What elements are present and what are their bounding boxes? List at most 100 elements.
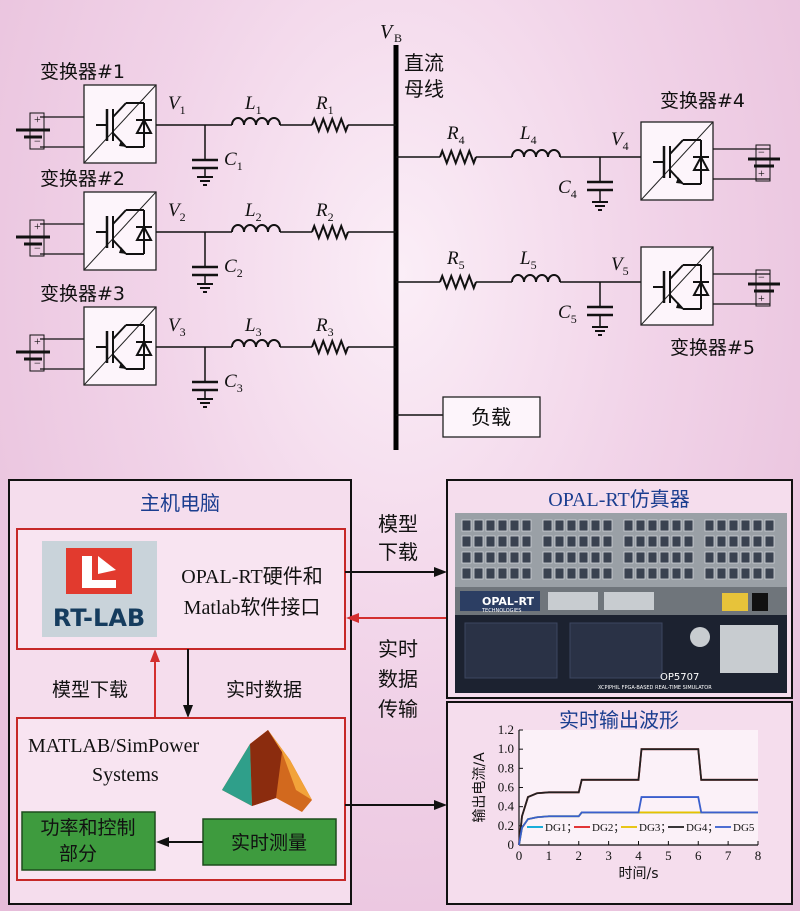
igbt-icon [82, 83, 158, 165]
dc-bus: V B 直流 母线 [380, 21, 444, 450]
x-tick-label: 1 [546, 848, 553, 863]
link-model-2: 下载 [378, 540, 418, 564]
simulator-subtitle: XCPIPHIL FPGA-BASED REAL-TIME SIMULATOR [598, 685, 712, 691]
label-c-5: C5 [558, 302, 577, 326]
simulator-brand: OPAL-RT [482, 595, 534, 608]
links: 模型 下载 实时 数据 传输 [345, 512, 447, 810]
link-model-1: 模型 [378, 512, 418, 536]
interface-label-1: OPAL-RT硬件和 [181, 565, 322, 588]
x-tick-label: 8 [755, 848, 762, 863]
bus-label-2: 母线 [404, 77, 444, 101]
svg-text:+: + [34, 334, 41, 348]
svg-text:−: − [34, 356, 41, 370]
power-control-label-1: 功率和控制 [40, 817, 135, 839]
simulator-title: OPAL-RT仿真器 [548, 488, 689, 511]
load-box [442, 396, 541, 438]
simulator-brand-sub: TECHNOLOGIES [481, 608, 521, 614]
label-r-5: R5 [446, 248, 465, 272]
interface-label-2: Matlab软件接口 [184, 596, 321, 619]
label-v-1: V1 [168, 93, 186, 117]
series-line-dg4 [518, 748, 758, 846]
y-tick-label: 0.2 [498, 818, 514, 833]
simulator-photo: OPAL-RT TECHNOLOGIES OP5707 XCPIPHIL FPG… [455, 513, 787, 693]
label-l-1: L1 [244, 93, 262, 117]
y-tick-label: 1.2 [498, 722, 514, 737]
label-l-5: L5 [519, 248, 537, 272]
x-tick-label: 3 [605, 848, 612, 863]
label-r-2: R2 [315, 200, 334, 224]
y-axis-label: 输出电流/A [472, 752, 488, 823]
x-tick-label: 6 [695, 848, 702, 863]
converter-name-5: 变换器#5 [670, 337, 755, 359]
bus-label-1: 直流 [404, 51, 444, 75]
simulator-panel: OPAL-RT仿真器 OPAL-RT TECHNOLOGIES OP5707 X… [446, 479, 793, 699]
label-v-4: V4 [611, 129, 629, 153]
realtime-measure-box [202, 818, 337, 866]
matlab-label-2: Systems [92, 764, 159, 786]
host-pc-title: 主机电脑 [140, 491, 220, 515]
label-r-3: R3 [315, 315, 334, 339]
converter-name-1: 变换器#1 [40, 61, 125, 83]
label-c-1: C1 [224, 149, 243, 173]
label-v-5: V5 [611, 254, 629, 278]
model-download-vertical: 模型下载 [52, 679, 128, 701]
legend-label-dg4: DG4； [686, 822, 718, 834]
x-tick-label: 2 [576, 848, 583, 863]
label-v-2: V2 [168, 200, 186, 224]
x-tick-label: 0 [516, 848, 523, 863]
svg-text:+: + [34, 112, 41, 126]
x-tick-label: 7 [725, 848, 732, 863]
label-r-1: R1 [315, 93, 334, 117]
rtlab-logo: RT-LAB [42, 541, 157, 637]
igbt-icon [639, 120, 715, 202]
y-tick-label: 0.8 [498, 760, 514, 775]
power-control-box [21, 811, 156, 871]
x-tick-label: 5 [665, 848, 672, 863]
converter-name-4: 变换器#4 [660, 90, 745, 112]
host-pc-panel: 主机电脑 RT-LAB OPAL-RT硬件和 Matlab软件接口 模型下载 实… [8, 479, 352, 905]
converter-name-2: 变换器#2 [40, 168, 125, 190]
y-tick-label: 1.0 [498, 741, 514, 756]
igbt-icon [639, 245, 715, 327]
ground-icon [196, 283, 214, 293]
label-v-3: V3 [168, 315, 186, 339]
ground-icon [591, 326, 609, 336]
matlab-label-1: MATLAB/SimPower [28, 735, 199, 757]
matlab-logo [222, 730, 312, 812]
label-l-3: L3 [244, 315, 262, 339]
y-tick-label: 0.6 [498, 780, 515, 795]
bus-voltage-symbol: V [380, 21, 395, 43]
load-label: 负载 [471, 405, 511, 429]
link-rt-3: 传输 [378, 697, 418, 721]
igbt-icon [82, 305, 158, 387]
load: 负载 [396, 396, 541, 438]
ground-icon [196, 398, 214, 408]
igbt-icon [82, 190, 158, 272]
svg-text:−: − [34, 241, 41, 255]
realtime-data-label: 实时数据 [226, 679, 302, 701]
svg-text:+: + [34, 219, 41, 233]
link-rt-1: 实时 [378, 637, 418, 661]
legend-label-dg3: DG3； [639, 822, 671, 834]
y-tick-label: 0 [508, 837, 515, 852]
legend-label-dg1: DG1； [545, 822, 577, 834]
simulator-model: OP5707 [660, 672, 699, 683]
svg-text:+: + [758, 166, 765, 180]
rtlab-logo-text: RT-LAB [53, 604, 145, 632]
legend-label-dg5: DG5 [733, 822, 755, 834]
x-axis-label: 时间/s [618, 866, 658, 882]
link-rt-2: 数据 [378, 667, 418, 691]
ground-icon [196, 176, 214, 186]
legend-label-dg2: DG2； [592, 822, 624, 834]
waveform-title: 实时输出波形 [559, 708, 679, 732]
ground-icon [591, 201, 609, 211]
svg-text:−: − [758, 145, 765, 159]
y-tick-label: 0.4 [498, 799, 515, 814]
power-control-label-2: 部分 [59, 843, 97, 865]
